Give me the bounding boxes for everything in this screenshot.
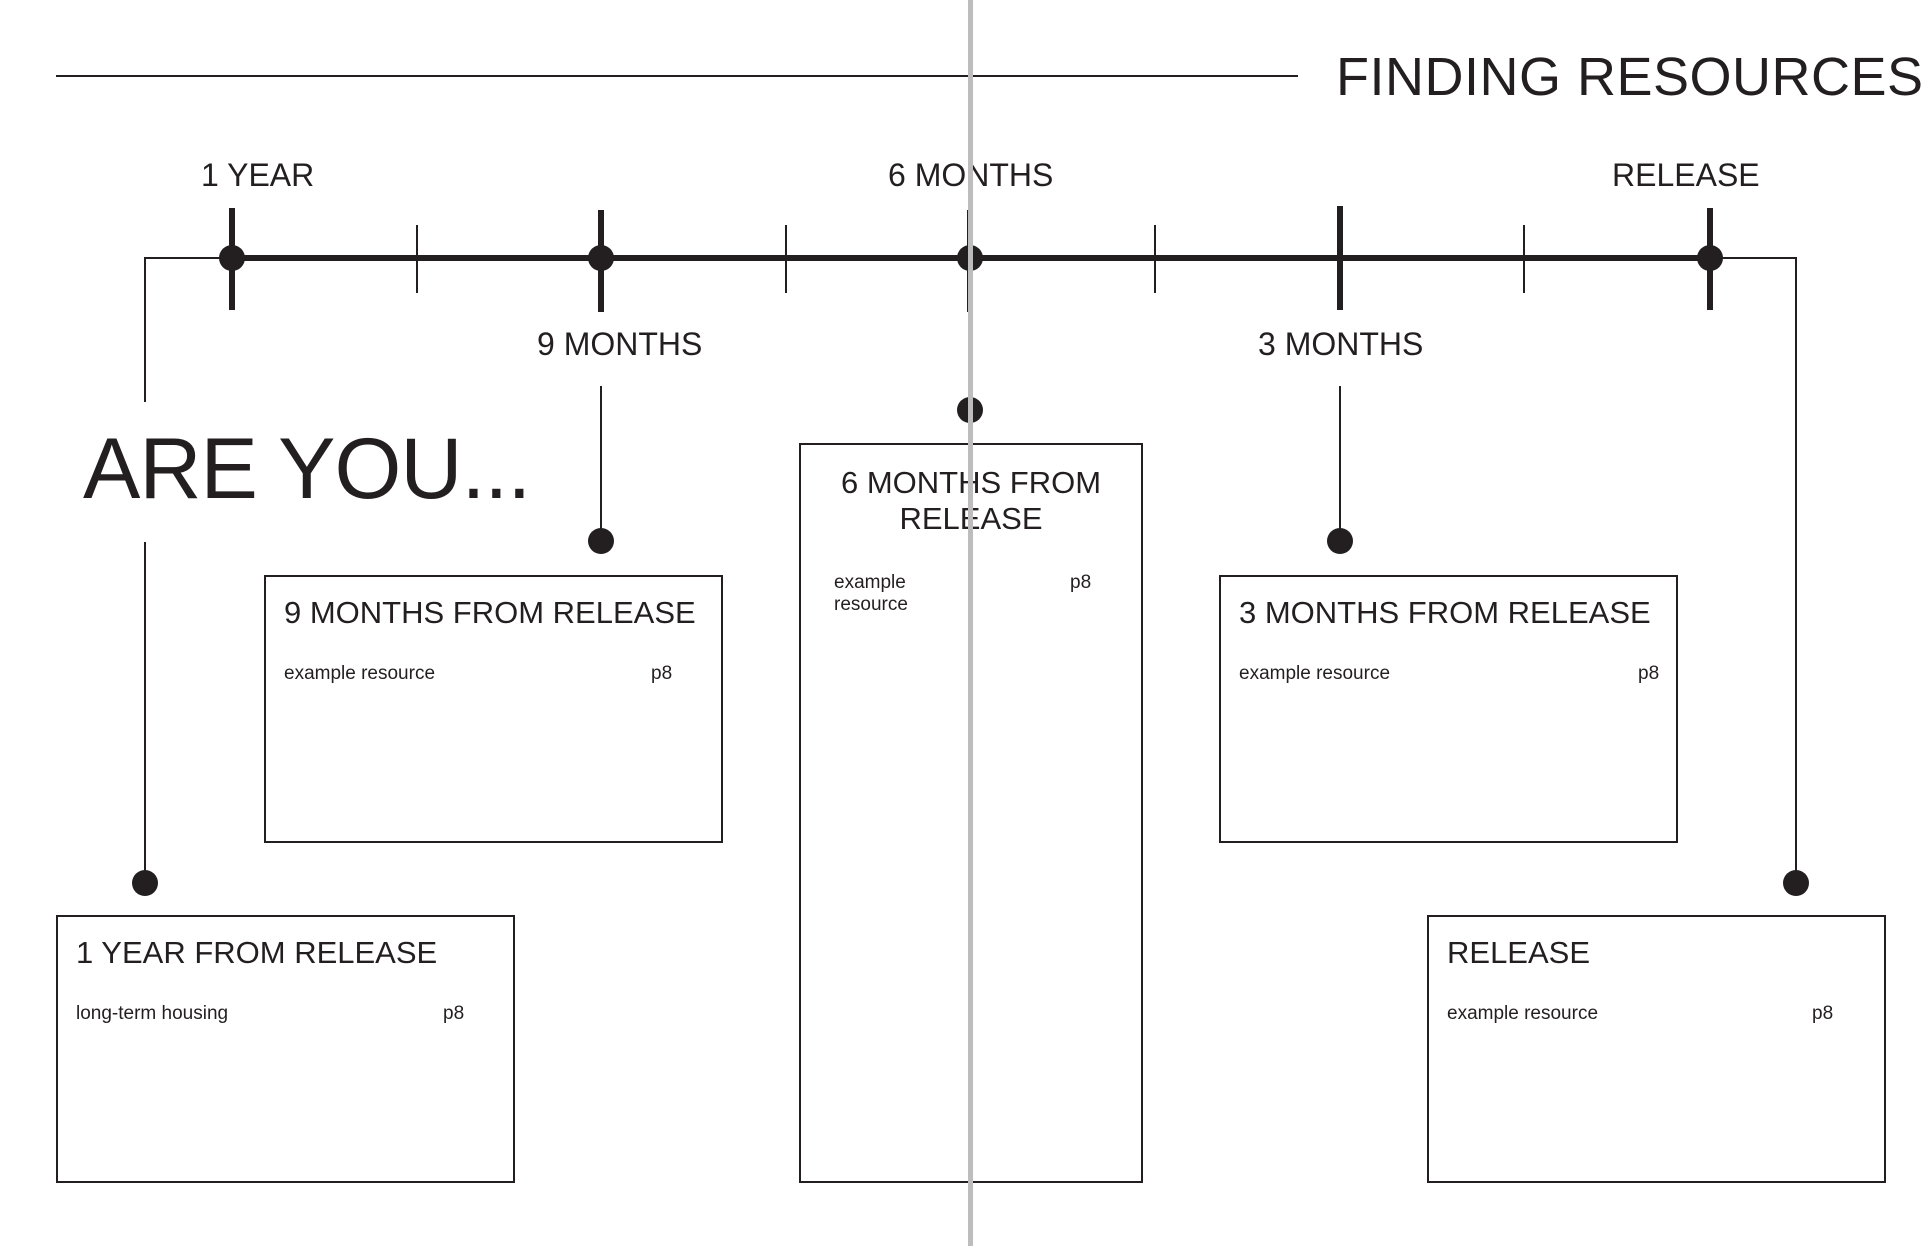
resource-item: example resource [834, 572, 908, 615]
page-fold [968, 0, 973, 1246]
connector-1-year [144, 257, 232, 402]
connector-release [1710, 257, 1797, 880]
resource-item: example resource [1239, 663, 1391, 684]
box-3-months: 3 MONTHS FROM RELEASE example resource p… [1219, 575, 1678, 843]
resource-item: example resource [1447, 1003, 1599, 1024]
connector-dot-9-months [588, 528, 614, 554]
label-release: RELEASE [1612, 157, 1760, 193]
page-title: FINDING RESOURCES [1336, 47, 1924, 107]
box-title: 9 MONTHS FROM RELEASE [284, 595, 696, 630]
node-9-months [588, 245, 614, 271]
box-1-year: 1 YEAR FROM RELEASE long-term housing p8 [56, 915, 515, 1183]
box-title: RELEASE [1447, 935, 1591, 970]
connector-dot-1-year [132, 870, 158, 896]
resource-item: example resource [284, 663, 436, 684]
box-9-months: 9 MONTHS FROM RELEASE example resource p… [264, 575, 723, 843]
label-1-year: 1 YEAR [201, 157, 315, 193]
resource-page: p8 [1638, 663, 1660, 684]
box-release: RELEASE example resource p8 [1427, 915, 1886, 1183]
resource-page: p8 [651, 663, 673, 684]
label-3-months: 3 MONTHS [1258, 326, 1424, 362]
box-title: 1 YEAR FROM RELEASE [76, 935, 438, 970]
connector-dot-release [1783, 870, 1809, 896]
box-title: 3 MONTHS FROM RELEASE [1239, 595, 1651, 630]
resource-page: p8 [443, 1003, 465, 1024]
resource-page: p8 [1070, 572, 1092, 593]
label-9-months: 9 MONTHS [537, 326, 703, 362]
resource-item: long-term housing [76, 1003, 229, 1024]
are-you-heading: ARE YOU... [83, 421, 531, 517]
connector-dot-3-months [1327, 528, 1353, 554]
resource-page: p8 [1812, 1003, 1834, 1024]
